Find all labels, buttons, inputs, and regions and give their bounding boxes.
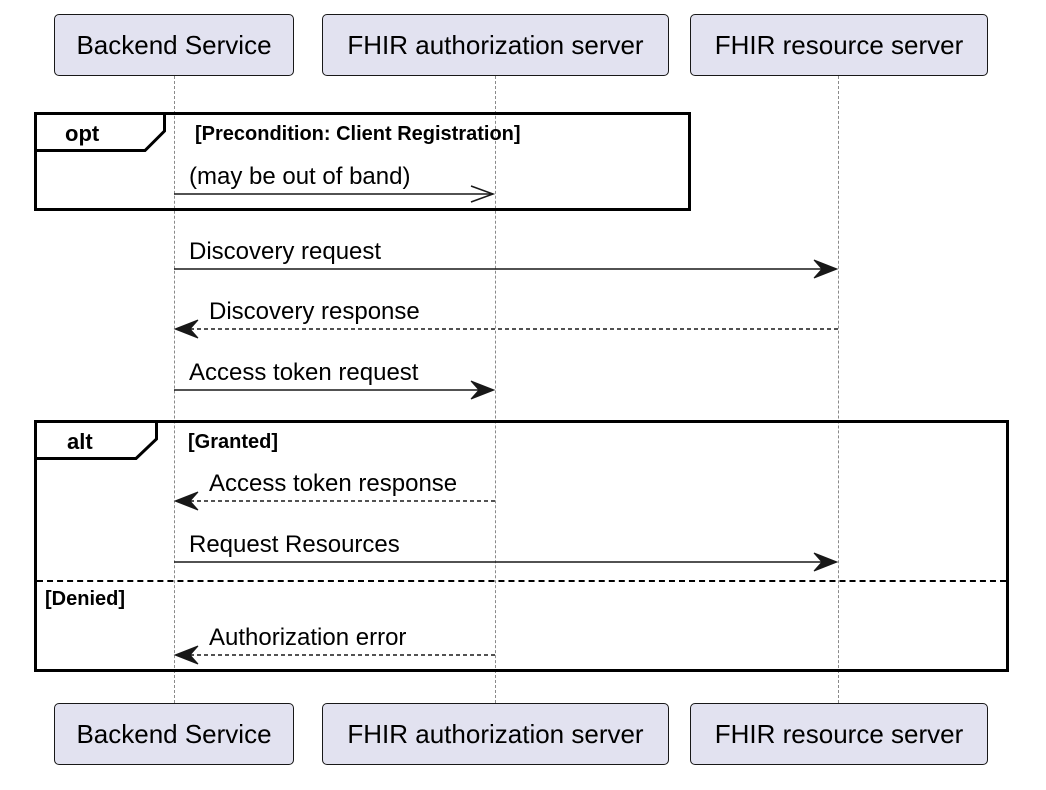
participant-fhir-resource-server-bottom: FHIR resource server (690, 703, 988, 765)
message-label-access-token-response: Access token response (209, 470, 458, 497)
message-label-authorization-error: Authorization error (209, 624, 407, 651)
opt-fragment-guard: [Precondition: Client Registration] (195, 123, 521, 145)
message-label-access-token-request: Access token request (189, 359, 419, 386)
lifeline-fhir-authorization-server (495, 76, 496, 703)
opt-fragment-keyword: opt (65, 121, 100, 146)
lifeline-fhir-resource-server (838, 76, 839, 703)
message-arrow-request-resources (174, 552, 839, 572)
participant-fhir-authorization-server-top: FHIR authorization server (322, 14, 669, 76)
alt-fragment: alt [Granted] [Denied] (34, 420, 1009, 672)
message-arrow-may-be-out-of-band (174, 185, 496, 203)
message-arrow-discovery-response (173, 319, 838, 339)
message-arrow-discovery-request (174, 259, 839, 279)
participant-fhir-authorization-server-bottom: FHIR authorization server (322, 703, 669, 765)
message-arrow-access-token-request (174, 380, 496, 400)
message-arrow-access-token-response (173, 491, 495, 511)
participant-backend-service-bottom: Backend Service (54, 703, 294, 765)
message-label-discovery-response: Discovery response (209, 298, 420, 325)
alt-fragment-tab (35, 421, 158, 460)
alt-fragment-else-divider (37, 580, 1006, 582)
opt-fragment-tab (35, 113, 166, 152)
alt-fragment-guard-denied: [Denied] (45, 588, 125, 610)
message-label-discovery-request: Discovery request (189, 238, 382, 265)
alt-fragment-keyword: alt (67, 429, 93, 454)
opt-fragment: opt [Precondition: Client Registration] (34, 112, 691, 211)
message-label-request-resources: Request Resources (189, 531, 400, 558)
participant-fhir-resource-server-top: FHIR resource server (690, 14, 988, 76)
alt-fragment-guard-granted: [Granted] (188, 431, 278, 453)
participant-backend-service-top: Backend Service (54, 14, 294, 76)
message-arrow-authorization-error (173, 645, 495, 665)
message-label-may-be-out-of-band: (may be out of band) (189, 163, 411, 190)
